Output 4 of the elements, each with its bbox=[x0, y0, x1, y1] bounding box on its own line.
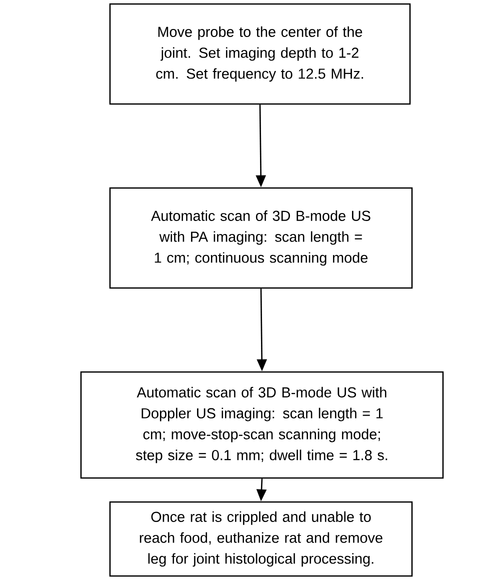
process-box: Move probe to the center of the joint. Set imaging depth to 1-2 cm. Set frequency to 12.5 MHz. bbox=[109, 3, 411, 105]
process-box: Automatic scan of 3D B-mode US with PA imaging: scan length = 1 cm; continuous scanning mode bbox=[109, 187, 413, 289]
process-box: Once rat is crippled and unable to reach food, euthanize rat and remove leg for joint histological processing. bbox=[109, 501, 413, 577]
process-box: Automatic scan of 3D B-mode US with Doppler US imaging: scan length = 1 cm; move-stop-scan scanning mode; step size = 0.1 mm; dwell time = 1.8 s. bbox=[80, 371, 444, 479]
